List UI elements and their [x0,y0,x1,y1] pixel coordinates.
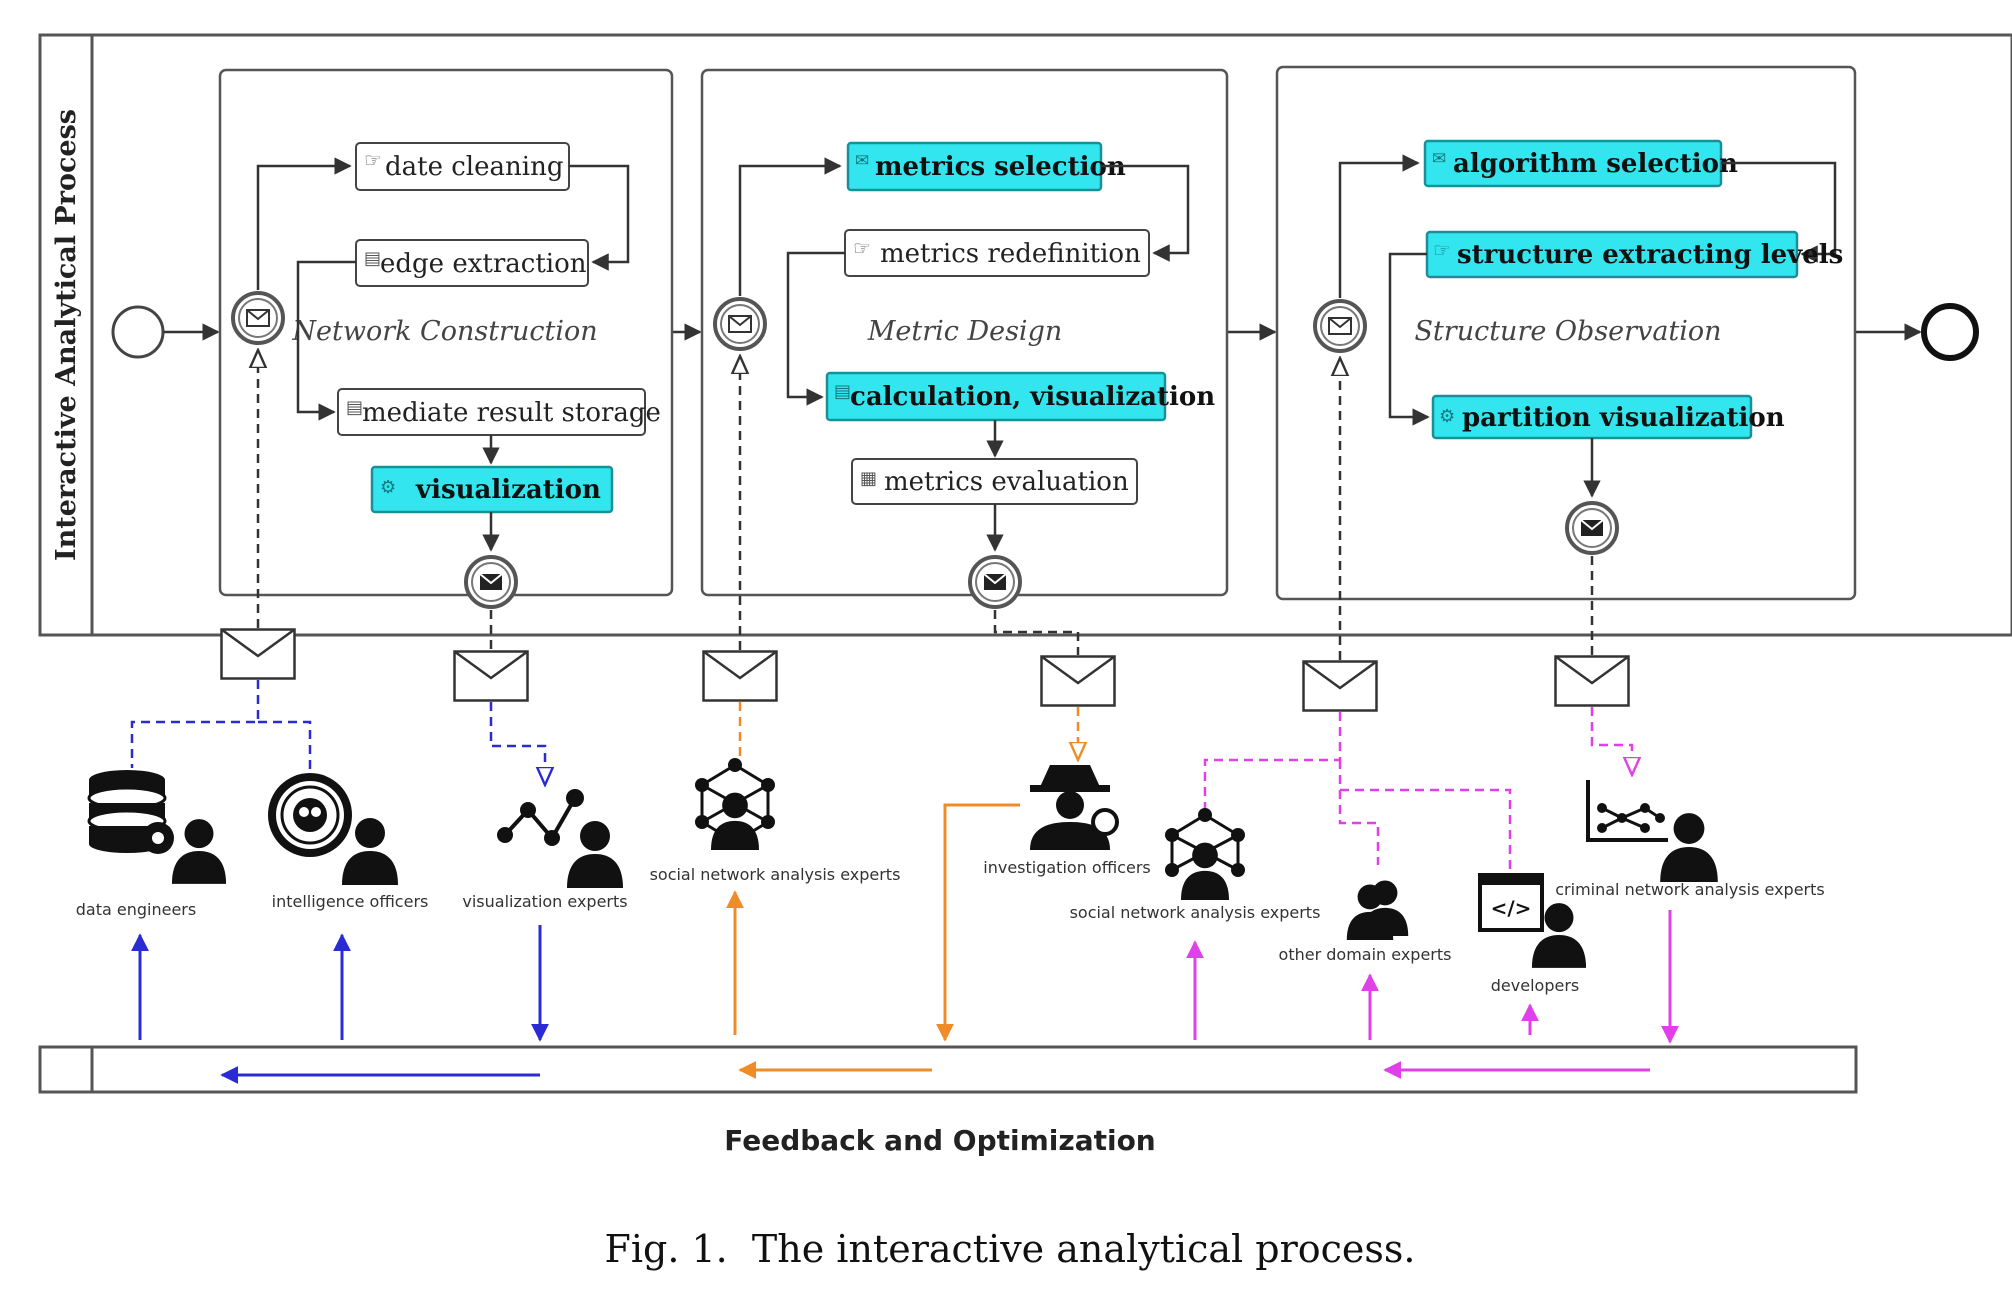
role-label: social network analysis experts [1070,903,1321,922]
subprocess-title: Structure Observation [1414,316,1721,347]
target-person-icon [268,773,398,885]
role-label: intelligence officers [272,892,429,911]
hand-icon: ☞ [1433,238,1451,262]
envelope-icon: ✉ [855,151,869,171]
gears-icon: ⚙ [380,477,396,498]
subprocess-title: Network Construction [291,316,597,347]
task-label: mediate result storage [362,398,661,428]
task-algorithm-selection[interactable]: ✉ algorithm selection [1423,139,1738,188]
gears-icon: ⚙ [1439,406,1455,427]
subprocess-metric-design: Metric Design ✉ metrics selection ☞ metr… [700,68,1229,609]
task-metrics-evaluation[interactable]: ▦ metrics evaluation [851,458,1138,505]
subprocess-network-construction: Network Construction ☞ date cleaning ▤ e… [218,68,674,609]
role-label: visualization experts [462,892,627,911]
task-date-cleaning[interactable]: ☞ date cleaning [355,142,570,191]
task-visualization[interactable]: ⚙ visualization [370,465,614,514]
message-envelope-icon [453,650,529,702]
role-label: other domain experts [1279,945,1452,964]
task-label: edge extraction [380,249,587,279]
task-metrics-redefinition[interactable]: ☞ metrics redefinition [844,229,1150,277]
magenta-connectors [1203,707,1632,870]
envelope-icon: ✉ [1432,149,1446,169]
pool-title: Interactive Analytical Process [51,109,82,561]
role-label: criminal network analysis experts [1555,880,1824,899]
figure-caption: Fig. 1. The interactive analytical proce… [605,1227,1416,1271]
message-envelope-icon [1554,655,1630,707]
role-label: data engineers [76,900,196,919]
subprocess-title: Metric Design [867,316,1063,347]
task-label: partition visualization [1462,403,1785,433]
task-edge-extraction[interactable]: ▤ edge extraction [355,239,589,287]
graph-chart-person-icon [1586,780,1718,882]
task-calculation-visualization[interactable]: ▤ calculation, visualization [825,371,1215,422]
role-label: developers [1491,976,1579,995]
script-icon: ▤ [346,397,363,418]
task-partition-visualization[interactable]: ⚙ partition visualization [1431,394,1785,440]
script-icon: ▤ [364,248,381,269]
task-label: metrics selection [875,152,1126,182]
hand-icon: ☞ [853,236,871,260]
group-icon [1346,880,1409,940]
table-icon: ▦ [860,468,877,489]
feedback-pool [38,1045,1858,1094]
task-label: calculation, visualization [850,382,1215,412]
detective-icon [1030,765,1119,850]
task-label: algorithm selection [1453,149,1738,179]
role-label: social network analysis experts [650,865,901,884]
role-data-engineers: data engineers [76,770,227,919]
role-intelligence-officers: intelligence officers [268,773,428,911]
task-label: visualization [415,475,601,505]
message-envelope-icon [220,628,296,680]
task-structure-extracting-levels[interactable]: ☞ structure extracting levels [1425,230,1843,279]
role-developers: </> developers [1478,873,1587,995]
feedback-title: Feedback and Optimization [724,1124,1155,1157]
task-label: structure extracting levels [1457,240,1843,270]
message-throw-event [464,555,518,609]
task-mediate-result-storage[interactable]: ▤ mediate result storage [337,388,661,436]
task-label: date cleaning [385,152,563,182]
task-metrics-selection[interactable]: ✉ metrics selection [846,141,1126,192]
message-envelope-icon [1040,655,1116,707]
svg-text:</>: </> [1491,896,1532,920]
blue-connectors [130,680,545,785]
end-event [1921,303,1979,361]
subprocess-structure-observation: Structure Observation ✉ algorithm select… [1275,65,1857,601]
role-label: investigation officers [983,858,1150,877]
task-label: metrics redefinition [880,239,1141,269]
role-criminal-network-analysis-experts: criminal network analysis experts [1555,780,1825,899]
code-person-icon: </> [1478,873,1587,968]
message-throw-event [1565,501,1619,555]
start-event [111,305,165,359]
role-social-network-analysis-experts: social network analysis experts [650,758,901,884]
database-gear-person-icon [87,770,227,884]
role-investigation-officers: investigation officers [983,765,1151,877]
network-person-icon [695,758,775,850]
message-envelope-icon [1302,660,1378,712]
script-icon: ▤ [834,381,851,402]
message-throw-event [968,555,1022,609]
network-person-icon [1165,808,1245,900]
hand-icon: ☞ [364,148,382,172]
task-label: metrics evaluation [884,467,1129,497]
message-envelope-icon [702,650,778,702]
message-catch-event [713,297,767,351]
role-social-network-analysis-experts: social network analysis experts [1070,808,1321,922]
line-chart-person-icon [497,789,623,888]
feedback-arrows [131,803,1679,1044]
orange-connectors [738,702,1078,760]
message-catch-event [1313,299,1367,353]
message-catch-event [231,291,285,345]
role-other-domain-experts: other domain experts [1279,880,1452,964]
message-flows [258,350,1594,660]
role-visualization-experts: visualization experts [462,789,628,911]
